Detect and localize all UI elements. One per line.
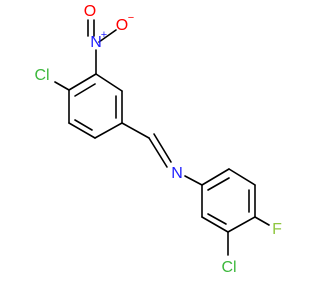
bond — [184, 175, 203, 186]
bond — [148, 137, 168, 168]
positive-charge: + — [101, 29, 107, 41]
bond — [153, 133, 172, 163]
bond — [95, 73, 123, 92]
bond — [68, 73, 97, 91]
bond — [227, 216, 256, 233]
bond — [68, 122, 96, 139]
imine-nitrogen-atom: N — [171, 165, 183, 182]
nitro-oxygen-double-atom: O — [84, 3, 96, 20]
bond — [228, 168, 256, 186]
bond — [54, 81, 70, 91]
bond — [207, 177, 230, 191]
bond — [74, 119, 93, 131]
nitro-oxygen-atom: O — [116, 17, 128, 34]
chlorine-atom-bottom: Cl — [221, 259, 236, 276]
negative-charge: − — [128, 12, 134, 24]
molecule-canvas: Cl N + O − O N Cl F — [34, 3, 282, 276]
chlorine-atom-top: Cl — [34, 67, 49, 84]
bond — [254, 216, 270, 226]
bond — [94, 122, 123, 139]
ring-b — [201, 168, 256, 233]
bond — [201, 216, 229, 233]
fluorine-atom: F — [272, 221, 282, 238]
bond — [207, 213, 227, 225]
bond — [98, 29, 117, 43]
bond — [201, 168, 230, 186]
bond — [121, 122, 150, 139]
bond — [74, 83, 96, 97]
ring-a — [68, 73, 123, 139]
nitro-nitrogen-atom: N — [90, 34, 102, 51]
structure-diagram: Cl N + O − O N Cl F — [34, 3, 282, 276]
